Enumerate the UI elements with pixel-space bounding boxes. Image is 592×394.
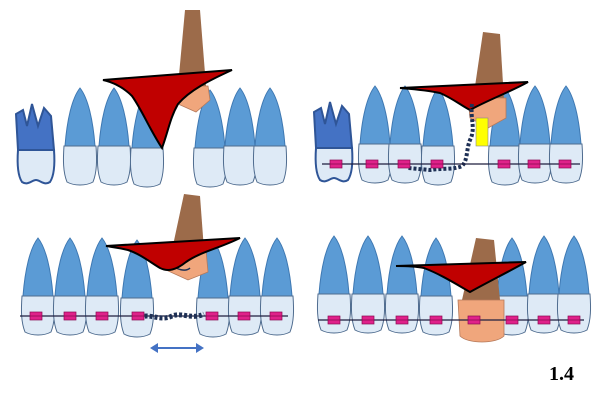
bracket — [498, 160, 510, 168]
bracket — [64, 312, 76, 320]
tooth — [518, 86, 551, 183]
spring-coil — [476, 118, 488, 146]
tooth — [223, 88, 256, 185]
bracket — [270, 312, 282, 320]
bracket — [568, 316, 580, 324]
bracket — [538, 316, 550, 324]
tooth — [260, 238, 293, 335]
panel-bottom-left — [20, 194, 294, 353]
tooth — [21, 238, 54, 335]
tooth — [358, 86, 391, 183]
bracket — [396, 316, 408, 324]
tooth — [97, 88, 130, 185]
impacted-canine — [468, 32, 506, 128]
bracket — [206, 312, 218, 320]
tooth — [53, 238, 86, 335]
panel-bottom-right — [317, 236, 590, 342]
bracket — [362, 316, 374, 324]
bracket — [528, 160, 540, 168]
bracket — [96, 312, 108, 320]
molar-tooth — [16, 104, 54, 183]
bracket — [431, 160, 443, 168]
tooth — [228, 238, 261, 335]
bracket — [30, 312, 42, 320]
tooth — [388, 86, 421, 183]
figure-label: 1.4 — [549, 363, 574, 386]
panel-top-right — [314, 32, 583, 185]
molar-tooth — [314, 102, 352, 181]
bracket — [468, 316, 480, 324]
bracket — [330, 160, 342, 168]
tooth — [253, 88, 286, 185]
bracket — [328, 316, 340, 324]
tooth — [85, 238, 118, 335]
tooth — [63, 88, 96, 185]
bracket — [398, 160, 410, 168]
bracket — [559, 160, 571, 168]
bracket — [132, 312, 144, 320]
bracket — [238, 312, 250, 320]
bracket — [430, 316, 442, 324]
panel-top-left — [16, 10, 287, 187]
double-arrow — [150, 343, 204, 353]
tooth — [549, 86, 582, 183]
bracket — [366, 160, 378, 168]
bracket — [506, 316, 518, 324]
